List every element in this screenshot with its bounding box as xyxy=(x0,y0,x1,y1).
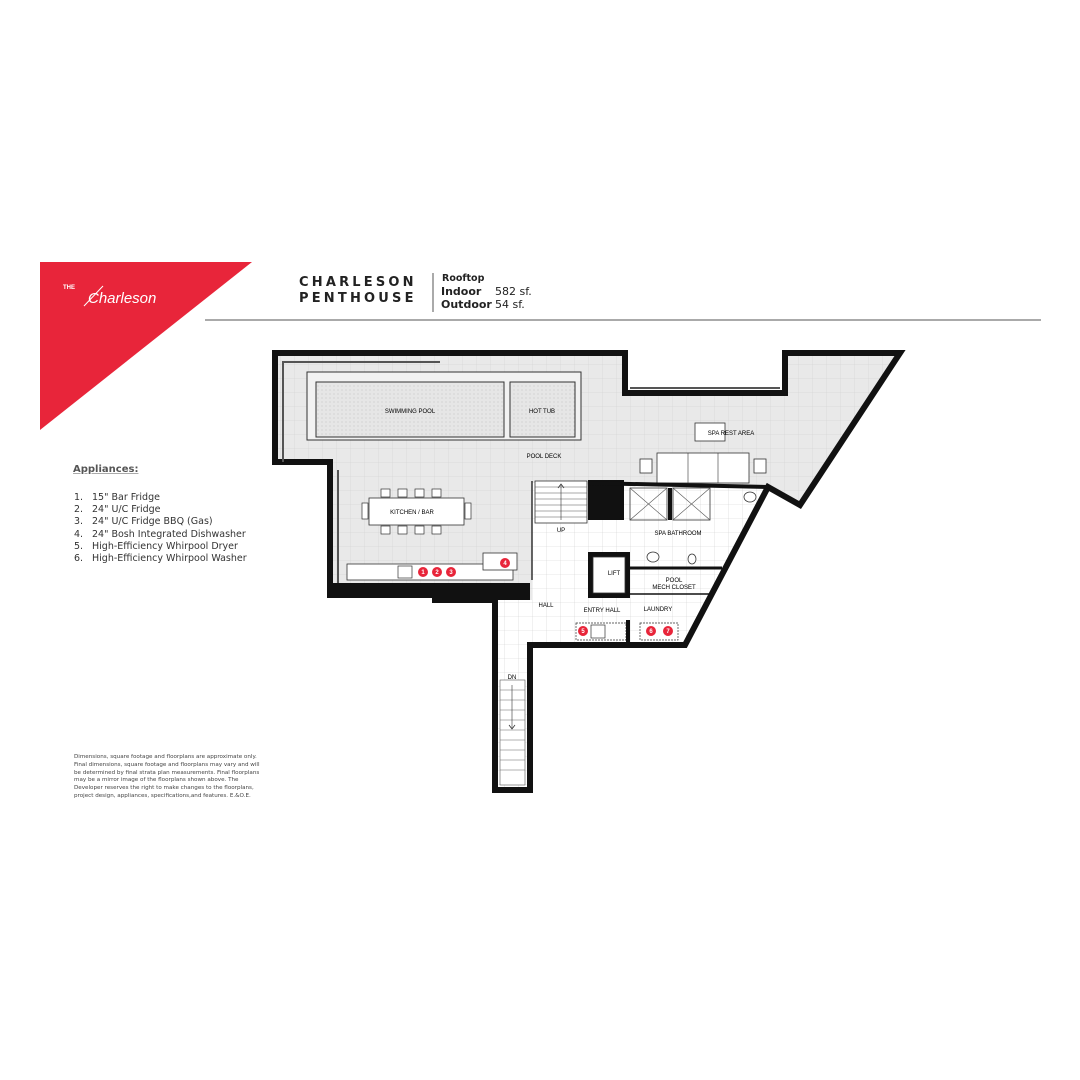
title-line-1: CHARLESON xyxy=(299,275,417,290)
label-entry-hall: ENTRY HALL xyxy=(584,608,621,614)
lift xyxy=(592,556,626,594)
svg-text:5: 5 xyxy=(581,629,585,635)
appliance-item: 5.High-Efficiency Whirpool Dryer xyxy=(74,540,238,552)
label-dn: DN xyxy=(508,675,517,681)
label-kitchen-bar: KITCHEN / BAR xyxy=(390,510,434,516)
kitchen-counter xyxy=(346,563,514,581)
label-lift: LIFT xyxy=(608,571,621,577)
appliances-list: 1.15" Bar Fridge 2.24" U/C Fridge 3.24" … xyxy=(74,492,247,565)
stairs-up xyxy=(531,480,588,580)
indoor-value: 582 sf. xyxy=(495,285,532,298)
label-hall: HALL xyxy=(538,603,554,609)
appliance-item: 2.24" U/C Fridge xyxy=(74,504,161,516)
hot-tub xyxy=(509,381,576,438)
appliance-item: 4.24" Bosh Integrated Dishwasher xyxy=(74,528,246,540)
marker-7 xyxy=(663,626,673,636)
logo-name: Charleson xyxy=(88,290,156,307)
label-pool-mech-1: POOL xyxy=(666,578,683,584)
appliance-item: 3.24" U/C Fridge BBQ (Gas) xyxy=(74,516,213,528)
marker-4 xyxy=(500,558,510,568)
wall-block xyxy=(588,480,624,520)
side-table xyxy=(694,422,726,442)
svg-text:6: 6 xyxy=(649,629,653,635)
disclaimer: Dimensions, square footage and floorplan… xyxy=(74,754,260,799)
unit-title: CHARLESON PENTHOUSE xyxy=(299,275,417,307)
dining-table xyxy=(361,488,472,535)
svg-text:7: 7 xyxy=(666,629,670,635)
appliance-item: 6.High-Efficiency Whirpool Washer xyxy=(74,553,247,565)
marker-1 xyxy=(418,567,428,577)
title-line-2: PENTHOUSE xyxy=(299,291,417,306)
label-up: UP xyxy=(557,528,565,534)
level-label: Rooftop xyxy=(442,273,485,284)
appliance-item: 1.15" Bar Fridge xyxy=(74,492,160,503)
outdoor-value: 54 sf. xyxy=(495,298,525,311)
svg-text:3: 3 xyxy=(449,570,453,576)
label-spa-bathroom: SPA BATHROOM xyxy=(654,531,701,537)
svg-text:1: 1 xyxy=(421,570,425,576)
svg-text:2: 2 xyxy=(435,570,439,576)
logo-slash xyxy=(83,285,104,307)
label-pool-mech-2: MECH CLOSET xyxy=(652,585,696,591)
appliance-markers: 1 2 3 4 5 6 7 xyxy=(418,558,673,636)
appliances-heading: Appliances: xyxy=(73,464,139,475)
spa-bathroom xyxy=(587,481,769,565)
outdoor-label: Outdoor xyxy=(441,298,492,311)
bar-counter xyxy=(482,552,518,571)
label-spa-rest-area: SPA REST AREA xyxy=(708,431,754,437)
indoor-label: Indoor xyxy=(441,285,482,298)
marker-5 xyxy=(578,626,588,636)
brand-triangle xyxy=(40,262,252,430)
marker-3 xyxy=(446,567,456,577)
label-hot-tub: HOT TUB xyxy=(529,409,555,415)
marker-6 xyxy=(646,626,656,636)
floorplan: SWIMMING POOL HOT TUB POOL DECK SPA REST… xyxy=(272,350,906,793)
marker-2 xyxy=(432,567,442,577)
swimming-pool xyxy=(315,381,505,438)
logo-the: THE xyxy=(63,285,75,291)
svg-text:4: 4 xyxy=(503,561,507,567)
sink xyxy=(397,565,413,579)
sofa xyxy=(656,452,750,484)
label-laundry: LAUNDRY xyxy=(644,607,673,613)
label-swimming-pool: SWIMMING POOL xyxy=(385,409,436,415)
label-pool-deck: POOL DECK xyxy=(527,454,562,460)
stairs-down xyxy=(499,679,526,786)
